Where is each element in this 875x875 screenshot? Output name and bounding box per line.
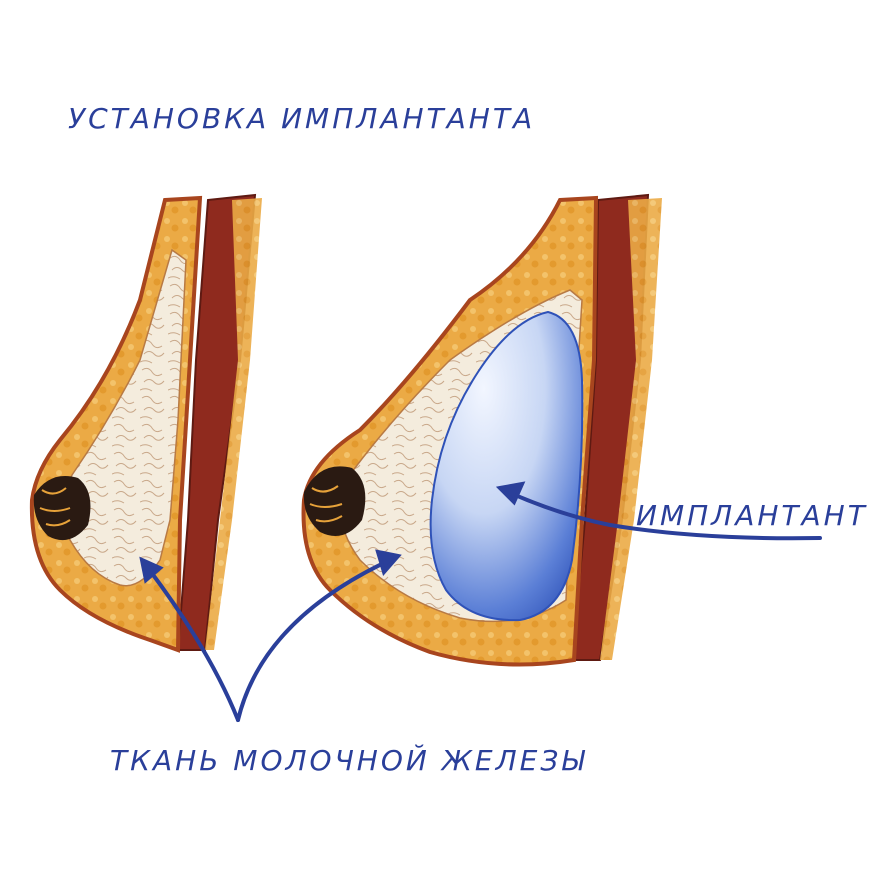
implant-arrow: [506, 490, 822, 541]
tissue-label: ТКАНЬ МОЛОЧНОЙ ЖЕЛЕЗЫ: [110, 743, 587, 777]
implant-arrowhead: [495, 481, 526, 506]
breast-implant: [429, 310, 584, 622]
implant-label: ИМПЛАНТАНТ: [636, 499, 868, 532]
left-breast: [29, 193, 262, 653]
right-rib-fat: [600, 198, 662, 660]
left-gland-tissue: [63, 248, 187, 587]
tissue-arrow-left: [146, 566, 240, 722]
right-breast: [301, 193, 662, 667]
arrows: [139, 481, 822, 722]
tissue-arrowhead-left: [139, 556, 164, 584]
tissue-arrow-right: [236, 558, 392, 722]
right-nipple: [303, 466, 366, 536]
diagram-title: УСТАНОВКА ИМПЛАНТАНТА: [68, 102, 535, 135]
left-rib-fat: [205, 198, 262, 650]
tissue-arrowhead-right: [375, 549, 402, 577]
